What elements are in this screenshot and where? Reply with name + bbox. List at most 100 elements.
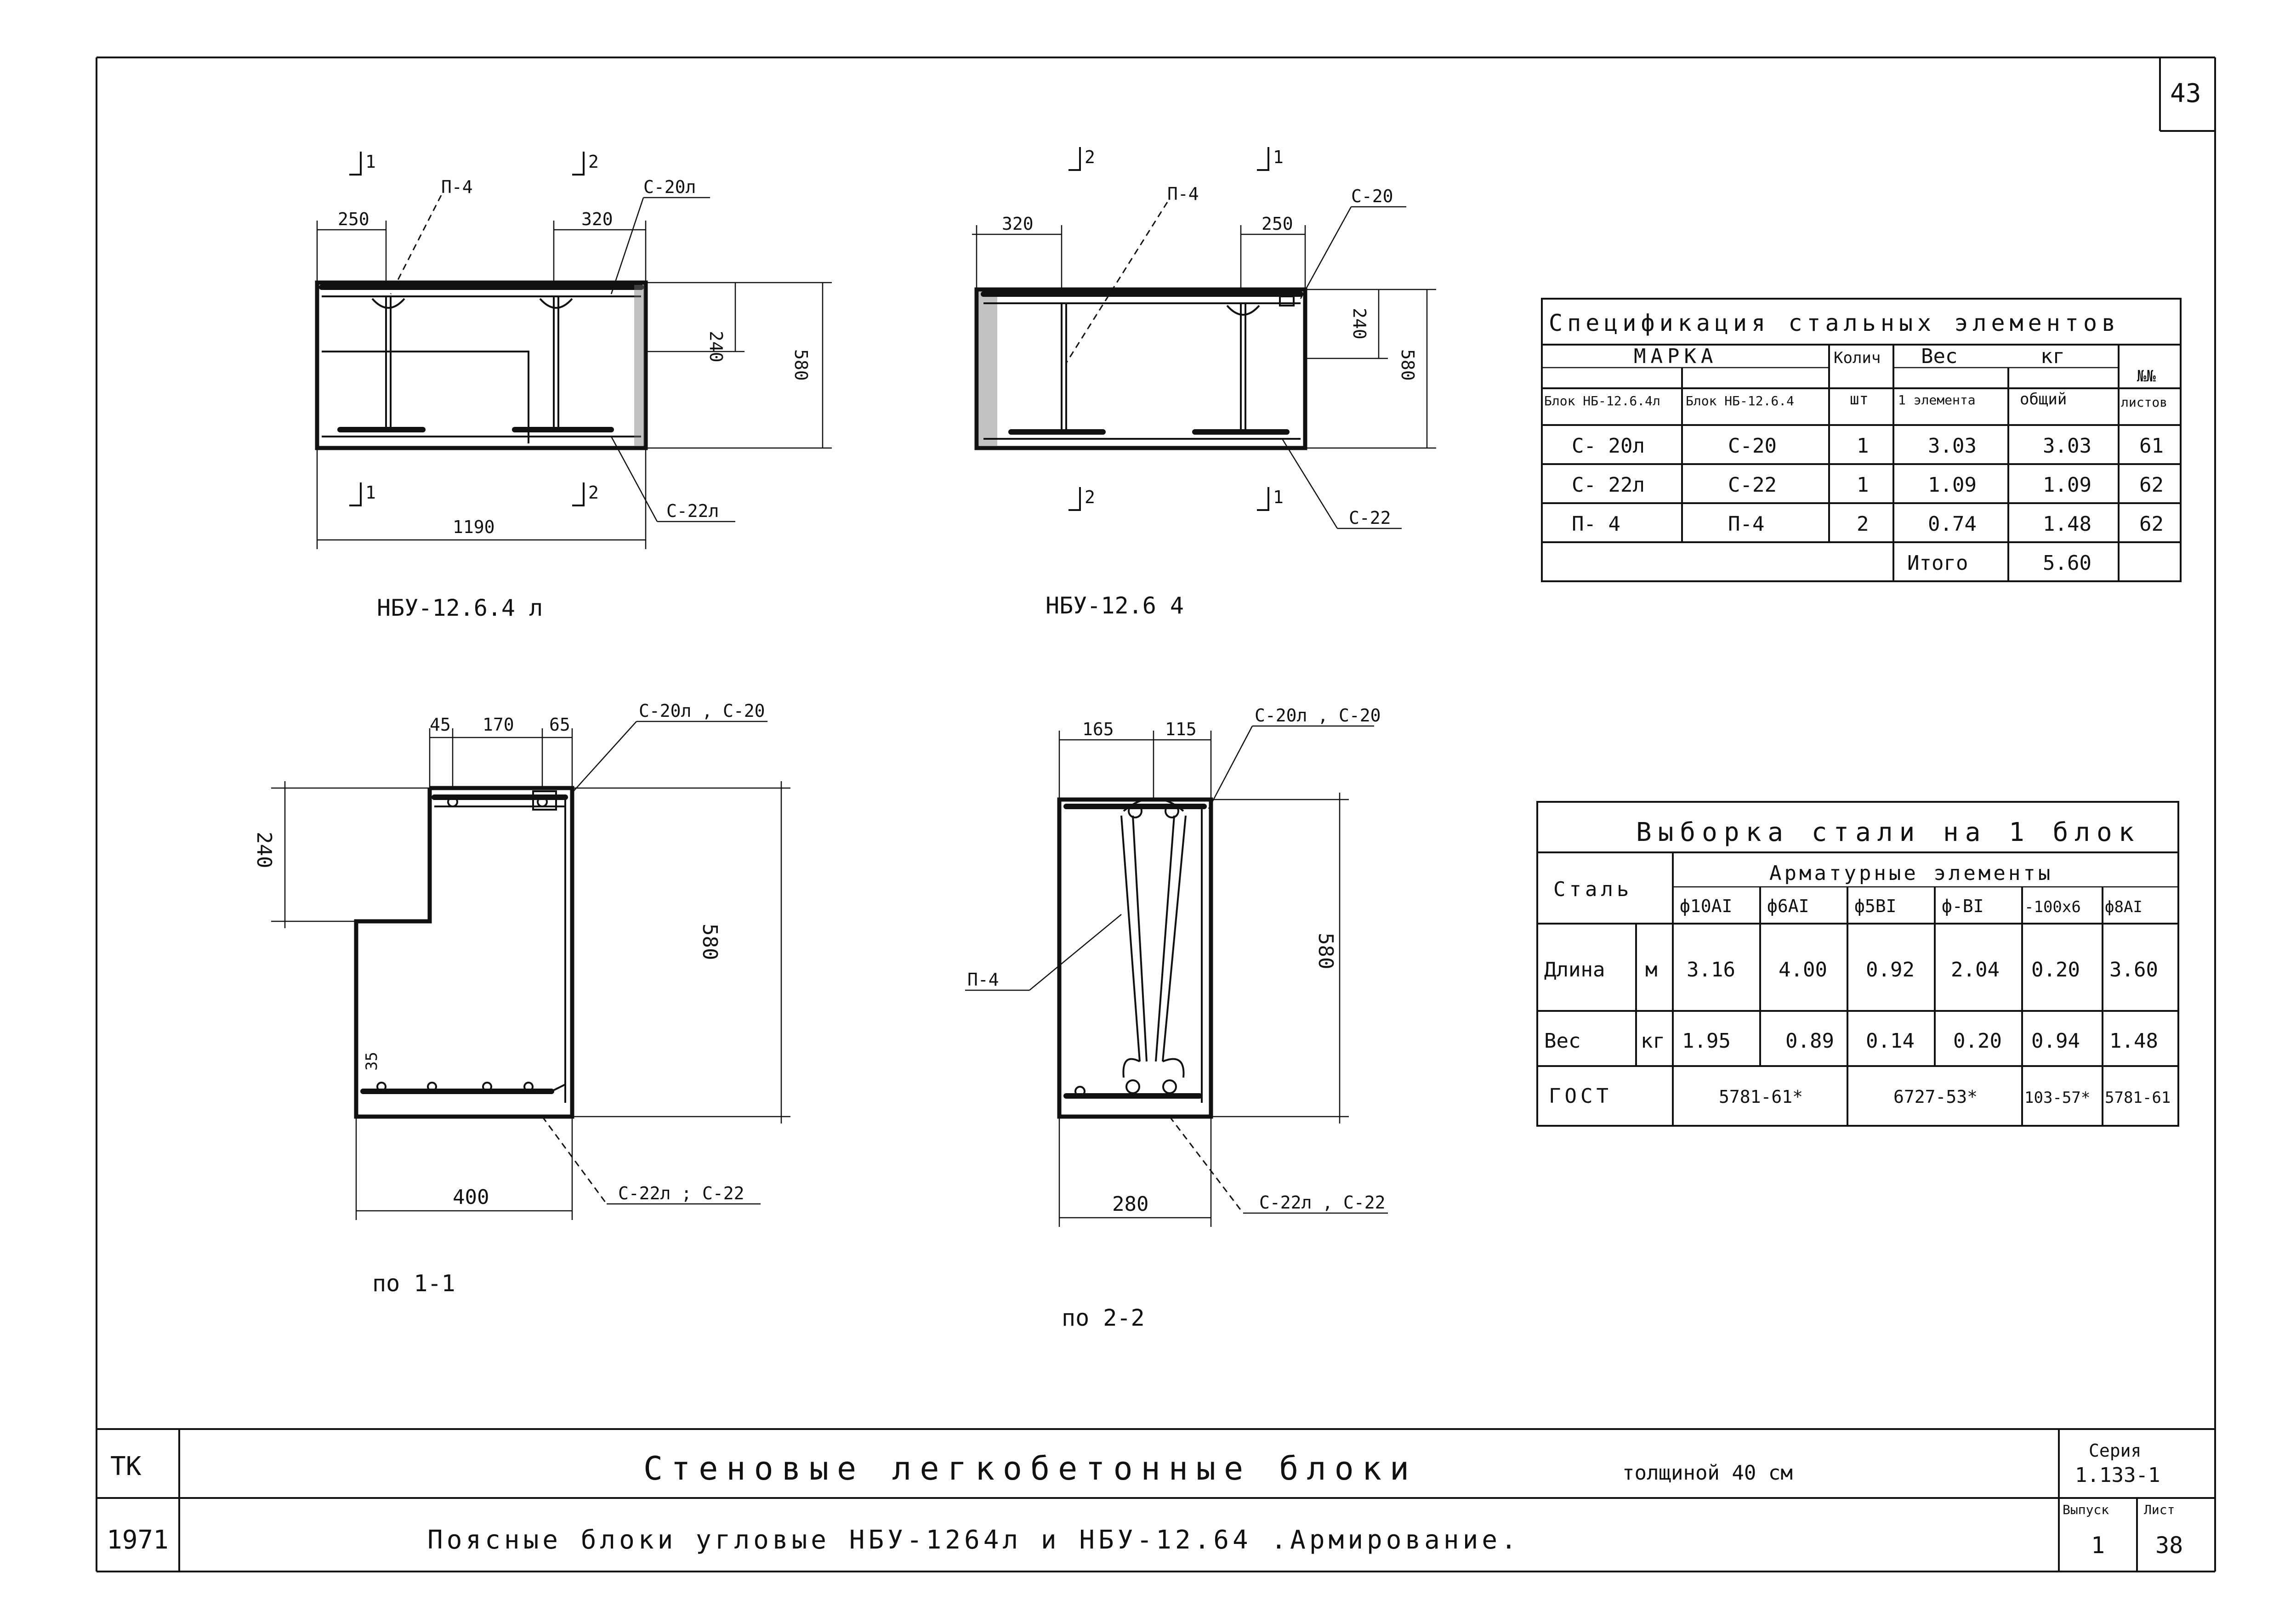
plan-left-label-c22: С-22л (666, 501, 719, 521)
section-1-dim-cover: 35 (363, 1052, 381, 1071)
section-2-dim-top-1: 115 (1165, 719, 1197, 739)
spec-row-0-sheet: 61 (2139, 434, 2164, 458)
plan-left-dim-right-inner: 240 (706, 331, 726, 363)
steel-length-5: 3.60 (2109, 958, 2158, 982)
steel-weight-label: Вес (1544, 1029, 1580, 1053)
series-value: 1.133-1 (2075, 1464, 2160, 1487)
steel-table-h-elements: Арматурные элементы (1769, 862, 2053, 885)
stamp-year: 1971 (107, 1525, 169, 1555)
plan-right-dim-top-right: 250 (1262, 214, 1293, 234)
section-1-label-top: С-20л , С-20 (639, 701, 765, 721)
stamp-org: ТК (110, 1452, 142, 1481)
steel-col-4: -100х6 (2024, 898, 2081, 916)
section-2-dim-bottom: 280 (1112, 1192, 1148, 1216)
plan-left-label-c20: С-20л (643, 177, 696, 197)
steel-weight-5: 1.48 (2109, 1029, 2158, 1053)
spec-table-h-marka: МАРКА (1634, 345, 1717, 368)
steel-col-0: ф10АI (1680, 896, 1732, 916)
spec-table-h-weight: Вес (1921, 345, 1957, 368)
spec-row-2-m1: П- 4 (1572, 512, 1620, 536)
steel-table-grid (1536, 801, 2179, 1127)
section-2-label-p4: П-4 (967, 970, 999, 990)
section-2-label-top: С-20л , С-20 (1255, 705, 1381, 726)
spec-table-h-qty-unit: шт (1850, 390, 1869, 409)
issue-label: Выпуск (2063, 1502, 2109, 1517)
spec-row-1-qty: 1 (1857, 473, 1869, 497)
spec-row-1-wt: 1.09 (2043, 473, 2091, 497)
spec-table-h-sheet: №№ (2137, 367, 2156, 386)
section-2-label-bottom: С-22л , С-22 (1259, 1192, 1386, 1213)
steel-weight-2: 0.14 (1866, 1029, 1915, 1053)
plan-left-label-p4: П-4 (441, 177, 473, 197)
spec-table-h-sheet2: листов (2121, 395, 2167, 410)
spec-row-1-m2: С-22 (1728, 473, 1777, 497)
spec-table-h-one: 1 элемента (1898, 392, 1976, 408)
sheet-frame (96, 57, 2216, 1572)
spec-total-value: 5.60 (2043, 551, 2091, 575)
issue-value: 1 (2091, 1532, 2105, 1559)
spec-row-1-m1: С- 22л (1572, 473, 1645, 497)
steel-weight-unit: кг (1641, 1029, 1665, 1053)
spec-row-0-wt: 3.03 (2043, 434, 2091, 458)
plan-left-drawing (315, 152, 832, 549)
steel-col-2: ф5ВI (1854, 896, 1897, 916)
section-1-caption: по 1-1 (372, 1270, 455, 1297)
spec-table-h-qty: Колич (1834, 349, 1881, 367)
plan-right-mark-1-top: 1 (1273, 147, 1284, 167)
spec-row-1-sheet: 62 (2139, 473, 2164, 497)
plan-right-mark-2-top: 2 (1085, 147, 1095, 167)
title-sub: Поясные блоки угловые НБУ-1264л и НБУ-12… (427, 1525, 1520, 1555)
section-2-dim-right: 580 (1314, 933, 1337, 969)
plan-right-dim-right-outer: 580 (1398, 349, 1418, 381)
steel-col-5: ф8АI (2105, 898, 2143, 916)
steel-gost-2: 103-57* (2024, 1089, 2090, 1107)
page-number: 43 (2170, 79, 2201, 108)
plan-left-mark-2-top: 2 (588, 152, 599, 172)
spec-row-1-w1: 1.09 (1928, 473, 1977, 497)
steel-gost-0: 5781-61* (1719, 1087, 1803, 1107)
section-2-drawing (965, 725, 1388, 1227)
plan-right-label-c22: С-22 (1349, 508, 1391, 528)
plan-right-drawing (972, 147, 1436, 529)
spec-row-2-qty: 2 (1857, 512, 1869, 536)
spec-row-0-qty: 1 (1857, 434, 1869, 458)
spec-table-h-block1: Блок НБ-12.6.4л (1544, 393, 1660, 409)
plan-left-dim-bottom: 1190 (453, 517, 495, 537)
spec-table-title: Спецификация стальных элементов (1549, 310, 2120, 336)
steel-col-1: ф6АI (1767, 896, 1809, 916)
plan-right-label-c20: С-20 (1351, 186, 1393, 206)
steel-length-0: 3.16 (1687, 958, 1735, 982)
spec-total-label: Итого (1907, 551, 1968, 575)
plan-right-dim-top-left: 320 (1002, 214, 1034, 234)
section-1-dim-bottom: 400 (453, 1186, 489, 1209)
steel-weight-0: 1.95 (1682, 1029, 1731, 1053)
plan-left-dim-top-left: 250 (338, 209, 369, 229)
spec-row-0-m1: С- 20л (1572, 434, 1645, 458)
plan-left-mark-1-bottom: 1 (365, 482, 376, 503)
steel-gost-label: ГОСТ (1549, 1084, 1612, 1108)
spec-table-h-total: общий (2020, 390, 2067, 409)
title-main-suffix: толщиной 40 см (1622, 1461, 1793, 1485)
spec-row-2-w1: 0.74 (1928, 512, 1977, 536)
plan-right-label-p4: П-4 (1167, 184, 1199, 204)
section-1-drawing (271, 721, 790, 1220)
plan-left-caption: НБУ-12.6.4 л (377, 595, 543, 621)
steel-length-4: 0.20 (2031, 958, 2080, 982)
section-1-dim-right: 580 (698, 924, 722, 960)
plan-left-mark-2-bottom: 2 (588, 482, 599, 503)
section-2-caption: по 2-2 (1062, 1305, 1145, 1331)
plan-left-mark-1-top: 1 (365, 152, 376, 172)
plan-right-dim-right-inner: 240 (1349, 308, 1370, 340)
sheet-label: Лист (2144, 1502, 2175, 1517)
spec-row-2-m2: П-4 (1728, 512, 1764, 536)
steel-weight-4: 0.94 (2031, 1029, 2080, 1053)
section-1-dim-top-1: 170 (483, 715, 514, 735)
plan-right-mark-2-bottom: 2 (1085, 487, 1095, 507)
steel-length-label: Длина (1544, 958, 1605, 982)
steel-table-title: Выборка стали на 1 блок (1636, 817, 2140, 847)
steel-gost-3: 5781-61 (2105, 1089, 2171, 1107)
section-2-dim-top-0: 165 (1082, 719, 1114, 739)
section-1-dim-top-2: 65 (549, 715, 570, 735)
steel-length-3: 2.04 (1951, 958, 2000, 982)
